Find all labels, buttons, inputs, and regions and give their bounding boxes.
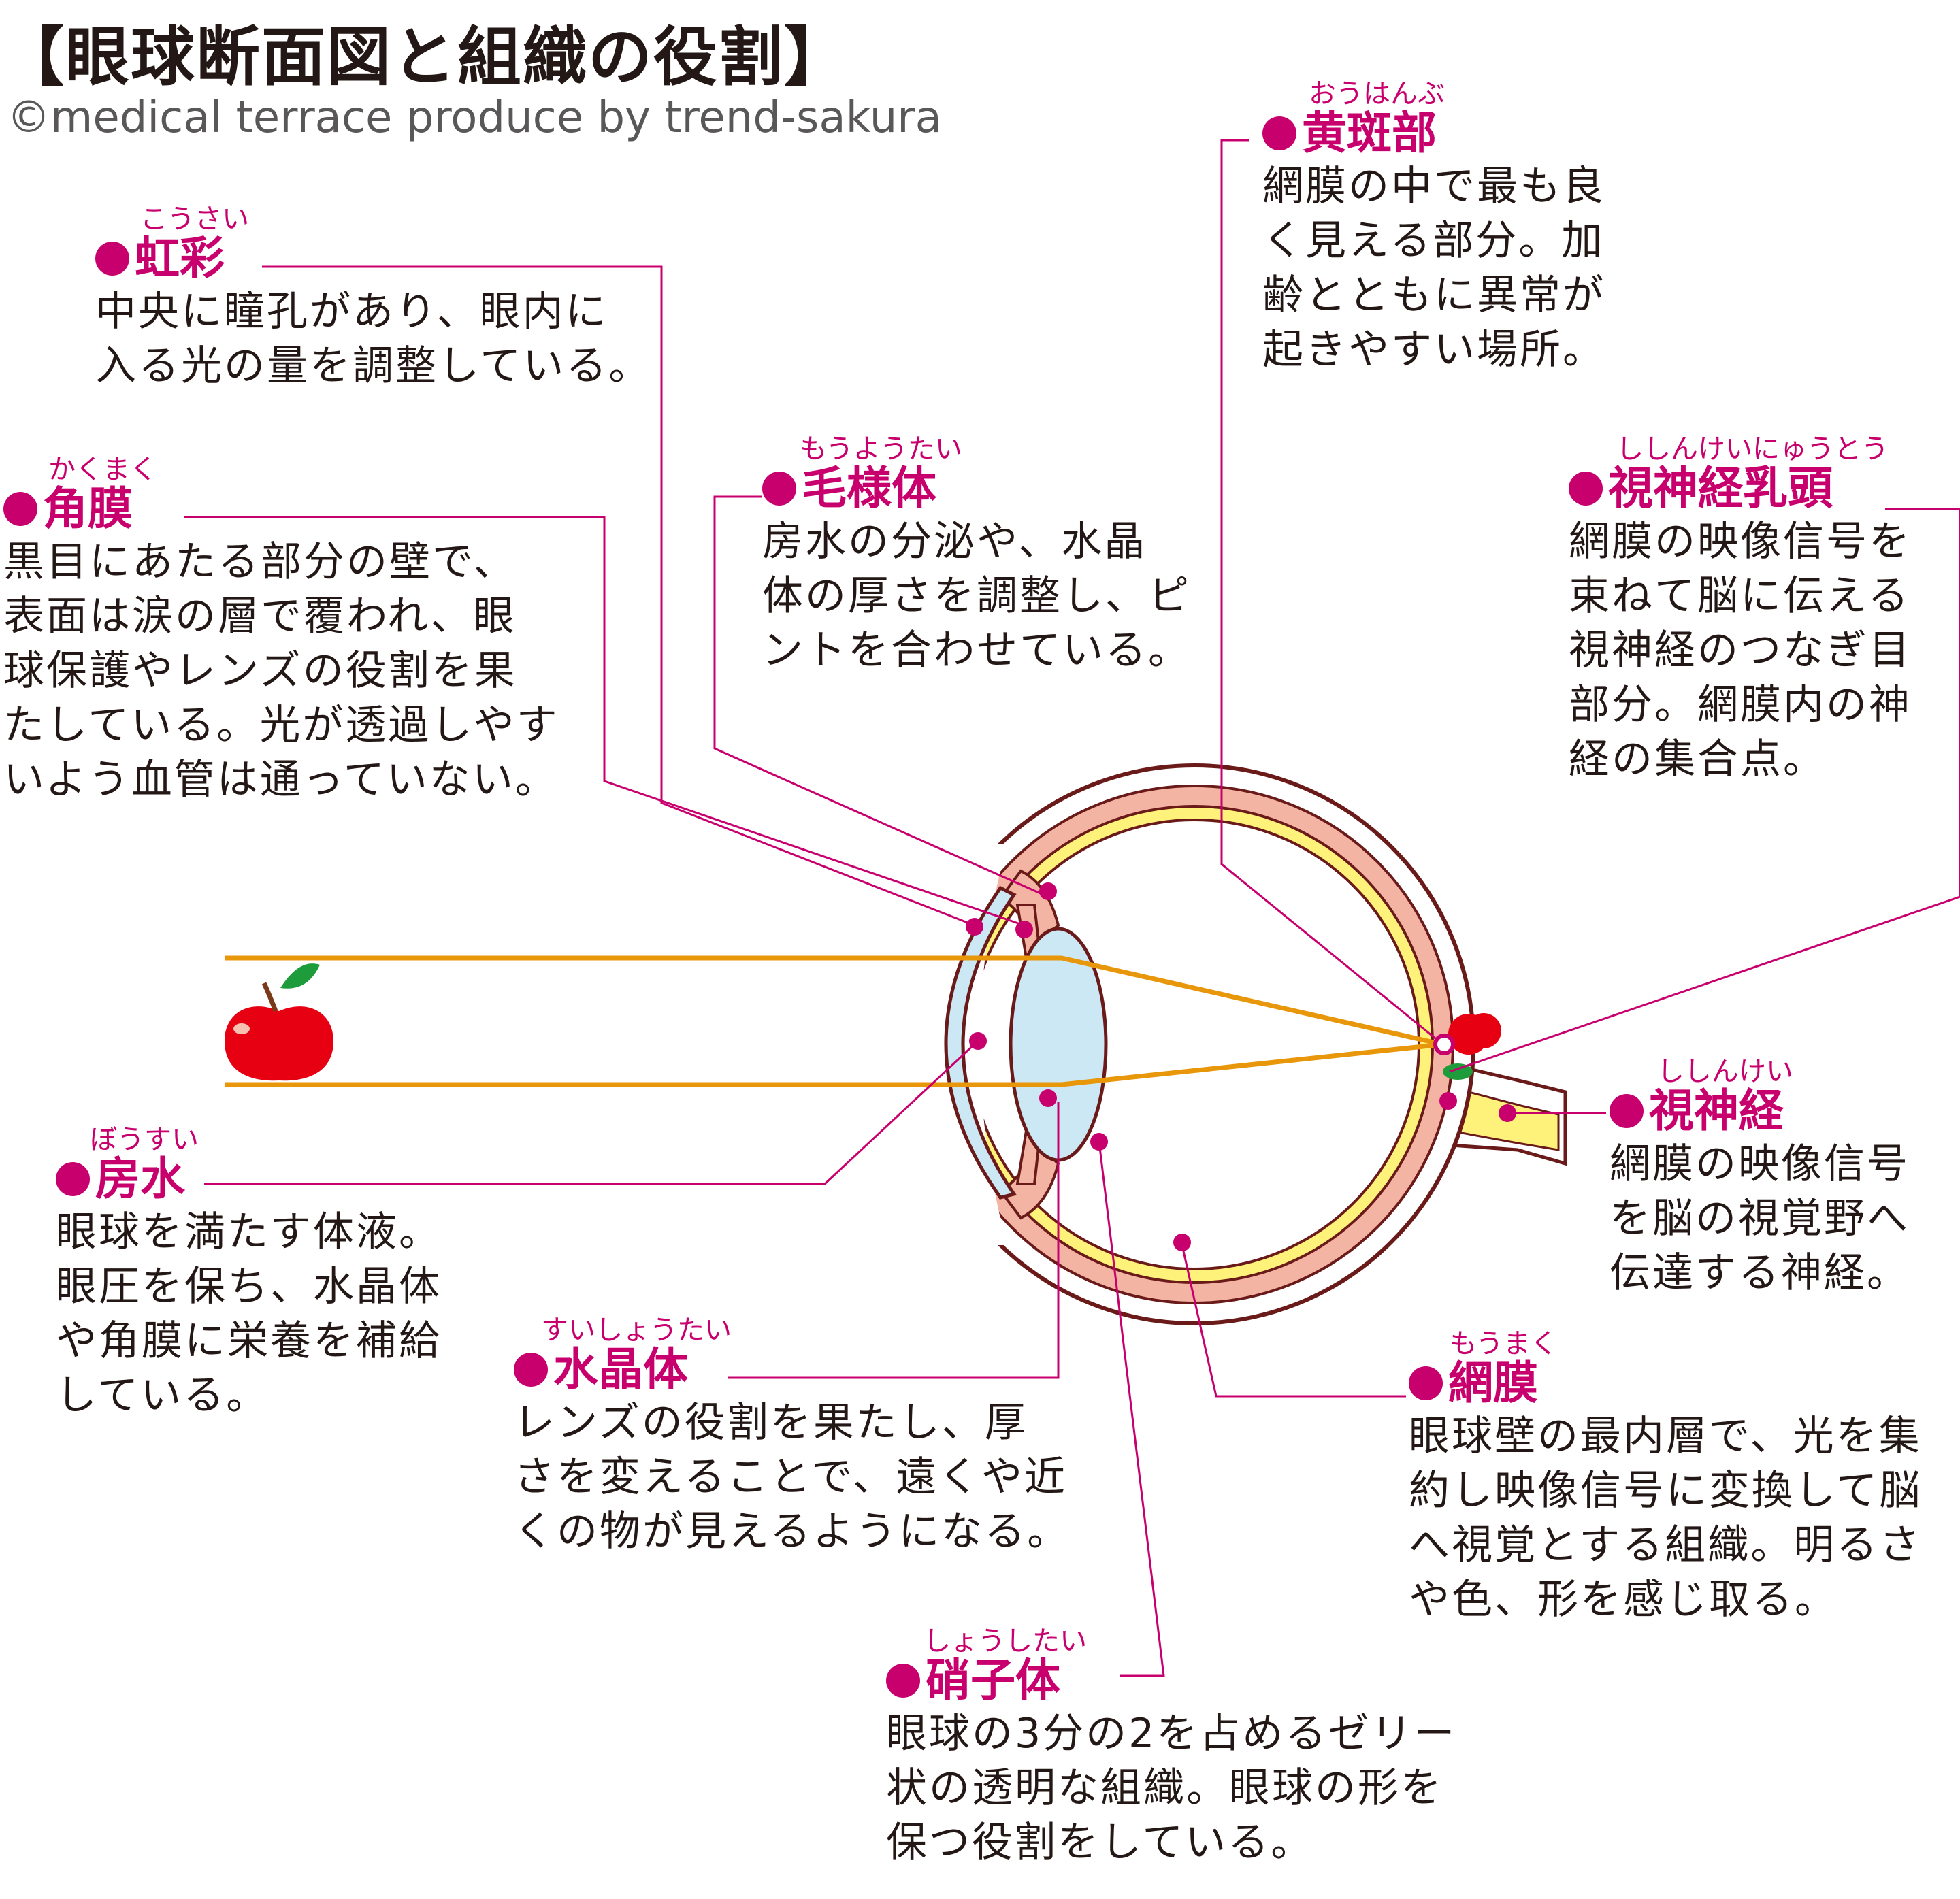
bullet-icon: [886, 1664, 920, 1698]
bullet-icon: [514, 1353, 548, 1387]
label-aqueous-humor: ぼうすい 房水 眼球を満たす体液。 眼圧を保ち、水晶体 や角膜に栄養を補給 して…: [56, 1126, 442, 1423]
label-iris: こうさい 虹彩 中央に瞳孔があり、眼内に 入る光の量を調整している。: [95, 205, 651, 393]
ciliary-body-ruby: もうようたい: [800, 435, 1191, 463]
iris-name: 虹彩: [95, 233, 651, 284]
bullet-icon: [1262, 116, 1296, 150]
optic-nerve-ruby: ししんけい: [1657, 1058, 1910, 1085]
aqueous-humor-name-text: 房水: [95, 1153, 185, 1205]
retina-name-text: 網膜: [1448, 1357, 1538, 1409]
vitreous-body-ruby: しょうしたい: [924, 1628, 1456, 1655]
cornea-name-text: 角膜: [43, 483, 133, 535]
label-retina: もうまく 網膜 眼球壁の最内層で、光を集 約し映像信号に変換して脳 へ視覚とする…: [1409, 1330, 1922, 1627]
apple-icon: [225, 963, 333, 1080]
macula-name-text: 黄斑部: [1302, 108, 1437, 159]
macula-name: 黄斑部: [1262, 108, 1605, 159]
vitreous-body-description: 眼球の3分の2を占めるゼリー 状の透明な組織。眼球の形を 保つ役割をしている。: [886, 1706, 1456, 1870]
macula-description: 網膜の中で最も良 く見える部分。加 齢とともに異常が 起きやすい場所。: [1262, 159, 1605, 377]
cornea-ruby: かくまく: [48, 456, 559, 483]
optic-nerve-description: 網膜の映像信号 を脳の視覚野へ 伝達する神経。: [1610, 1137, 1910, 1300]
label-optic-disc: ししんけいにゅうとう 視神経乳頭 網膜の映像信号を 束ねて脳に伝える 視神経のつ…: [1569, 435, 1912, 787]
iris-description: 中央に瞳孔があり、眼内に 入る光の量を調整している。: [95, 284, 651, 393]
lens-name: 水晶体: [514, 1344, 1070, 1396]
vitreous-body-name: 硝子体: [886, 1655, 1456, 1706]
bullet-icon: [1569, 472, 1603, 506]
ciliary-body-description: 房水の分泌や、水晶 体の厚さを調整し、ピ ントを合わせている。: [762, 514, 1191, 678]
ciliary-body-name-text: 毛様体: [802, 463, 936, 514]
ciliary-body-name: 毛様体: [762, 463, 1191, 514]
iris-name-text: 虹彩: [135, 233, 225, 284]
label-ciliary-body: もうようたい 毛様体 房水の分泌や、水晶 体の厚さを調整し、ピ ントを合わせてい…: [762, 435, 1191, 678]
optic-disc-ruby: ししんけいにゅうとう: [1616, 435, 1912, 463]
lens-ruby: すいしょうたい: [541, 1317, 1070, 1344]
bullet-icon: [1409, 1366, 1443, 1400]
aqueous-humor-ruby: ぼうすい: [90, 1126, 442, 1153]
retina-name: 網膜: [1409, 1357, 1922, 1409]
bullet-icon: [95, 242, 129, 276]
label-macula: おうはんぶ 黄斑部 網膜の中で最も良 く見える部分。加 齢とともに異常が 起きや…: [1262, 80, 1605, 377]
optic-nerve-name-text: 視神経: [1649, 1085, 1784, 1137]
label-cornea: かくまく 角膜 黒目にあたる部分の壁で、 表面は涙の層で覆われ、眼 球保護やレン…: [3, 456, 559, 807]
bullet-icon: [762, 472, 796, 506]
optic-disc-description: 網膜の映像信号を 束ねて脳に伝える 視神経のつなぎ目 部分。網膜内の神 経の集合…: [1569, 514, 1912, 787]
lens-description: レンズの役割を果たし、厚 さを変えることで、遠くや近 くの物が見えるようになる。: [514, 1396, 1070, 1559]
bullet-icon: [56, 1162, 90, 1196]
retina-description: 眼球壁の最内層で、光を集 約し映像信号に変換して脳 へ視覚とする組織。明るさ や…: [1409, 1409, 1922, 1627]
label-optic-nerve: ししんけい 視神経 網膜の映像信号 を脳の視覚野へ 伝達する神経。: [1610, 1058, 1910, 1300]
aqueous-humor-name: 房水: [56, 1153, 442, 1205]
lens-name-text: 水晶体: [553, 1344, 688, 1396]
optic-disc-name: 視神経乳頭: [1569, 463, 1912, 514]
cornea-name: 角膜: [3, 483, 559, 535]
vitreous-body-name-text: 硝子体: [926, 1655, 1060, 1706]
bullet-icon: [3, 492, 37, 526]
retina-ruby: もうまく: [1450, 1330, 1922, 1357]
label-vitreous-body: しょうしたい 硝子体 眼球の3分の2を占めるゼリー 状の透明な組織。眼球の形を …: [886, 1628, 1456, 1870]
macula-ruby: おうはんぶ: [1309, 80, 1605, 108]
aqueous-humor-description: 眼球を満たす体液。 眼圧を保ち、水晶体 や角膜に栄養を補給 している。: [56, 1205, 442, 1423]
optic-nerve-name: 視神経: [1610, 1085, 1910, 1137]
iris-ruby: こうさい: [140, 205, 651, 233]
optic-disc-name-text: 視神経乳頭: [1608, 463, 1833, 514]
cornea-description: 黒目にあたる部分の壁で、 表面は涙の層で覆われ、眼 球保護やレンズの役割を果 た…: [3, 535, 559, 807]
bullet-icon: [1610, 1094, 1644, 1128]
label-lens: すいしょうたい 水晶体 レンズの役割を果たし、厚 さを変えることで、遠くや近 く…: [514, 1317, 1070, 1559]
